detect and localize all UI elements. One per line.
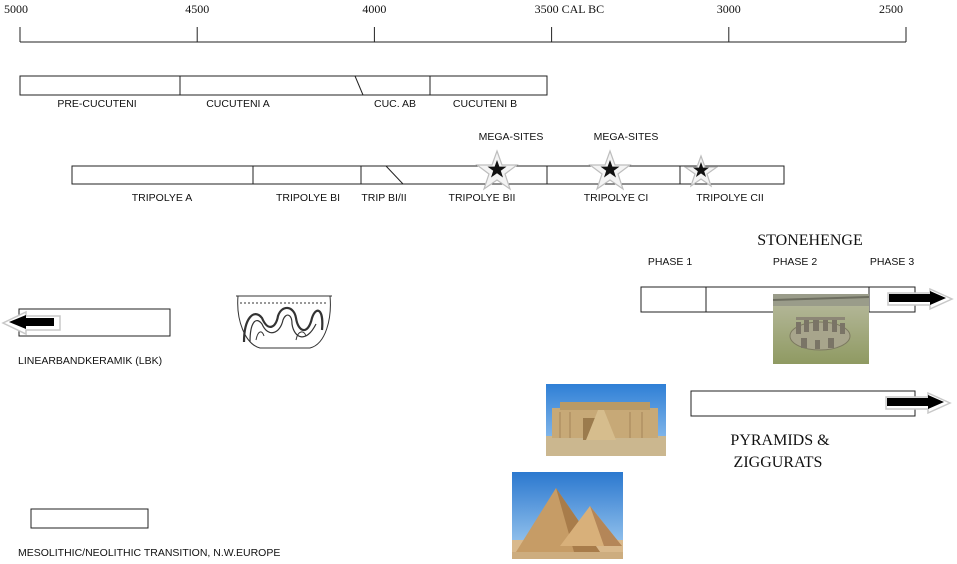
time-axis: 5000 4500 4000 3500 CAL BC 3000 2500 — [4, 2, 907, 43]
stonehenge-photo — [772, 294, 870, 364]
tripolye-bar — [71, 165, 785, 185]
axis-tick-label: 3500 CAL BC — [535, 2, 605, 16]
period-tripolye-ci: TRIPOLYE CI — [584, 192, 649, 204]
period-cuc-ab: CUC. AB — [374, 98, 416, 110]
arrow-left-icon — [1, 310, 61, 336]
arrow-right-icon — [885, 391, 952, 415]
cucuteni-bar — [19, 75, 548, 96]
axis-tick-label: 5000 — [4, 2, 28, 16]
axis-ticks: 5000 4500 4000 3500 CAL BC 3000 2500 — [4, 2, 907, 42]
ziggurat-photo — [546, 384, 666, 456]
mesolithic-label: MESOLITHIC/NEOLITHIC TRANSITION, N.W.EUR… — [18, 547, 280, 559]
lbk-pottery-vessel — [236, 295, 332, 349]
stonehenge-title: STONEHENGE — [757, 232, 862, 249]
pyramids-label-line-1: PYRAMIDS & — [730, 432, 830, 449]
period-trip-bi-ii: TRIP BI/II — [361, 192, 406, 204]
axis-tick-label: 2500 — [879, 2, 903, 16]
axis-tick-label: 4500 — [185, 2, 209, 16]
pyramids-group: PYRAMIDS & ZIGGURATS — [512, 384, 952, 559]
pyramids-bar — [690, 390, 916, 417]
stonehenge-phase-2: PHASE 2 — [773, 256, 818, 268]
period-tripolye-bii: TRIPOLYE BII — [449, 192, 516, 204]
mega-sites-label: MEGA-SITES — [479, 131, 544, 143]
period-pre-cucuteni: PRE-CUCUTENI — [57, 98, 136, 110]
mesolithic-bar — [30, 508, 149, 529]
star-icon — [588, 149, 632, 191]
mesolithic-group: MESOLITHIC/NEOLITHIC TRANSITION, N.W.EUR… — [18, 508, 280, 559]
period-cucuteni-a: CUCUTENI A — [206, 98, 270, 110]
pyramids-label-line-2: ZIGGURATS — [734, 454, 823, 471]
stonehenge-phase-1: PHASE 1 — [648, 256, 693, 268]
cucuteni-row: PRE-CUCUTENI CUCUTENI A CUC. AB CUCUTENI… — [19, 75, 548, 110]
mega-sites-label: MEGA-SITES — [594, 131, 659, 143]
axis-tick-label: 3000 — [717, 2, 741, 16]
star-icon — [475, 149, 519, 191]
stonehenge-phase-3: PHASE 3 — [870, 256, 915, 268]
lbk-group: LINEARBANDKERAMIK (LBK) — [1, 295, 332, 367]
period-tripolye-bi: TRIPOLYE BI — [276, 192, 340, 204]
star-icon — [683, 154, 719, 188]
period-tripolye-cii: TRIPOLYE CII — [696, 192, 764, 204]
axis-tick-label: 4000 — [362, 2, 386, 16]
arrow-right-icon — [887, 287, 954, 311]
lbk-label: LINEARBANDKERAMIK (LBK) — [18, 355, 162, 367]
stonehenge-group: STONEHENGE PHASE 1 PHASE 2 PHASE 3 — [640, 232, 954, 364]
period-cucuteni-b: CUCUTENI B — [453, 98, 517, 110]
tripolye-divider — [385, 165, 404, 185]
cucuteni-divider — [354, 75, 364, 96]
period-tripolye-a: TRIPOLYE A — [132, 192, 193, 204]
tripolye-row: MEGA-SITES MEGA-SITES TRIPOLYE A TRIPOLY… — [71, 131, 785, 204]
pyramids-photo — [512, 472, 623, 559]
